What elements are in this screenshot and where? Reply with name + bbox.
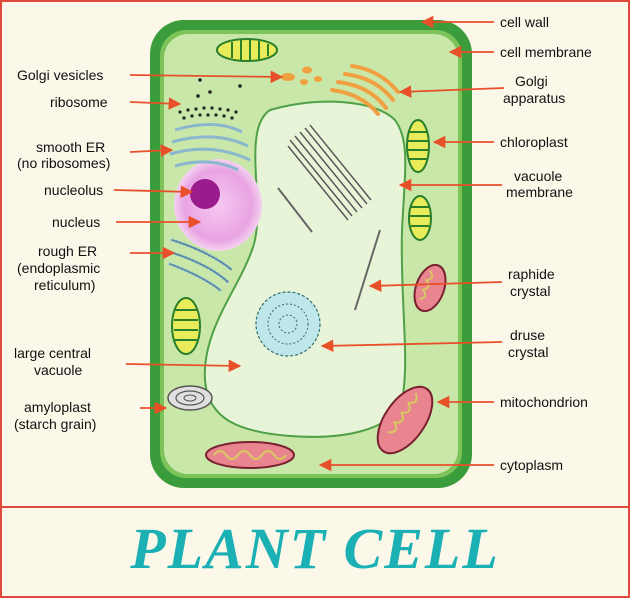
raphide-crystals	[287, 124, 372, 221]
druse-crystal	[255, 291, 321, 357]
label-rough-er: (endoplasmic	[17, 260, 100, 276]
label-ribosome: ribosome	[50, 94, 108, 110]
label-chloroplast: chloroplast	[500, 134, 568, 150]
plant-cell-diagram: cell wall cell membrane Golgi vesicles G…	[14, 14, 592, 488]
ribosomes	[178, 78, 242, 120]
label-cytoplasm: cytoplasm	[500, 457, 563, 473]
chloroplast	[406, 119, 430, 173]
label-vacuole-membrane: vacuole	[514, 168, 562, 184]
golgi-apparatus	[330, 64, 400, 116]
mitochondrion	[376, 385, 434, 455]
smooth-er	[169, 122, 251, 172]
label-amyloplast: (starch grain)	[14, 416, 96, 432]
golgi-vesicles	[281, 66, 322, 85]
title-divider	[0, 506, 630, 508]
label-mitochondrion: mitochondrion	[500, 394, 588, 410]
amyloplast	[167, 385, 213, 411]
nucleolus	[190, 179, 220, 209]
central-vacuole	[203, 100, 407, 438]
chloroplast	[408, 195, 432, 241]
label-central-vacuole: large central	[14, 345, 91, 361]
mitochondrion	[216, 38, 278, 62]
raphide-needle	[277, 187, 313, 233]
label-cell-membrane: cell membrane	[500, 44, 592, 60]
label-golgi-apparatus: Golgi	[515, 73, 548, 89]
label-arrows	[113, 15, 505, 472]
label-druse-crystal: druse	[510, 327, 545, 343]
label-central-vacuole: vacuole	[34, 362, 82, 378]
mitochondrion	[413, 263, 447, 313]
label-amyloplast: amyloplast	[24, 399, 91, 415]
label-raphide-crystal: crystal	[510, 283, 550, 299]
label-druse-crystal: crystal	[508, 344, 548, 360]
label-golgi-apparatus: apparatus	[503, 90, 565, 106]
nucleus	[174, 159, 262, 251]
page-title: PLANT CELL	[130, 516, 500, 581]
label-nucleus: nucleus	[52, 214, 100, 230]
mitochondrion	[205, 441, 295, 469]
label-vacuole-membrane: membrane	[506, 184, 573, 200]
label-cell-wall: cell wall	[500, 14, 549, 30]
label-golgi-vesicles: Golgi vesicles	[17, 67, 103, 83]
label-nucleolus: nucleolus	[44, 182, 103, 198]
label-rough-er: rough ER	[38, 243, 97, 259]
raphide-needle	[354, 229, 381, 311]
label-raphide-crystal: raphide	[508, 266, 555, 282]
label-smooth-er: smooth ER	[36, 139, 105, 155]
chloroplast	[171, 297, 201, 355]
label-rough-er: reticulum)	[34, 277, 95, 293]
label-smooth-er: (no ribosomes)	[17, 155, 110, 171]
